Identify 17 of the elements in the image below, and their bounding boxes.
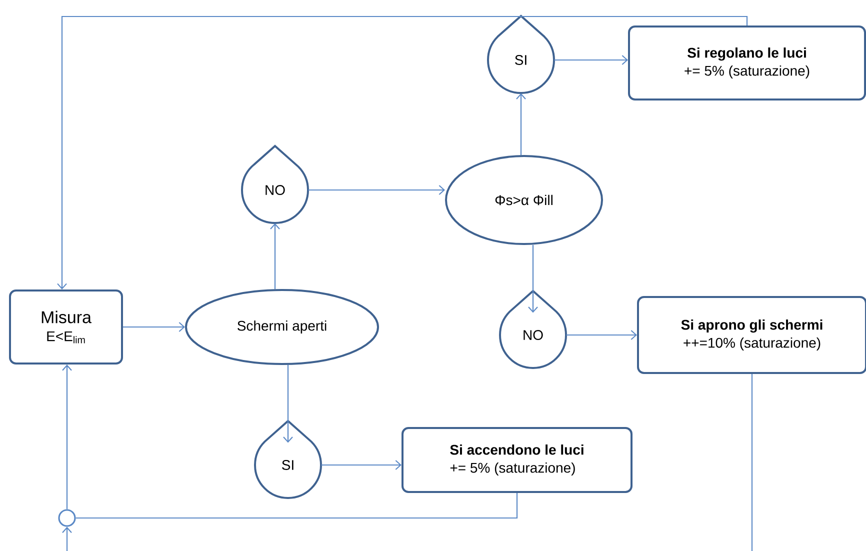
arrow [270,223,280,289]
process-box: Si aprono gli schermi ++=10% (saturazione) [637,296,866,374]
arrow [528,245,538,313]
process-box: Si regolano le luci += 5% (saturazione) [628,26,866,100]
process-box: Misura E<E$_{lim}$ [9,290,123,364]
arrow [62,364,72,510]
arrow [554,55,628,65]
arrow [516,93,526,155]
arrow [283,365,293,443]
arrow [62,526,72,551]
arrow [123,322,185,332]
arrow [57,16,748,290]
junction-circle [58,509,76,527]
arrow [321,460,402,470]
arrow [308,185,445,195]
process-box: Si accendono le luci += 5% (saturazione) [402,427,632,493]
arrow [566,330,638,340]
